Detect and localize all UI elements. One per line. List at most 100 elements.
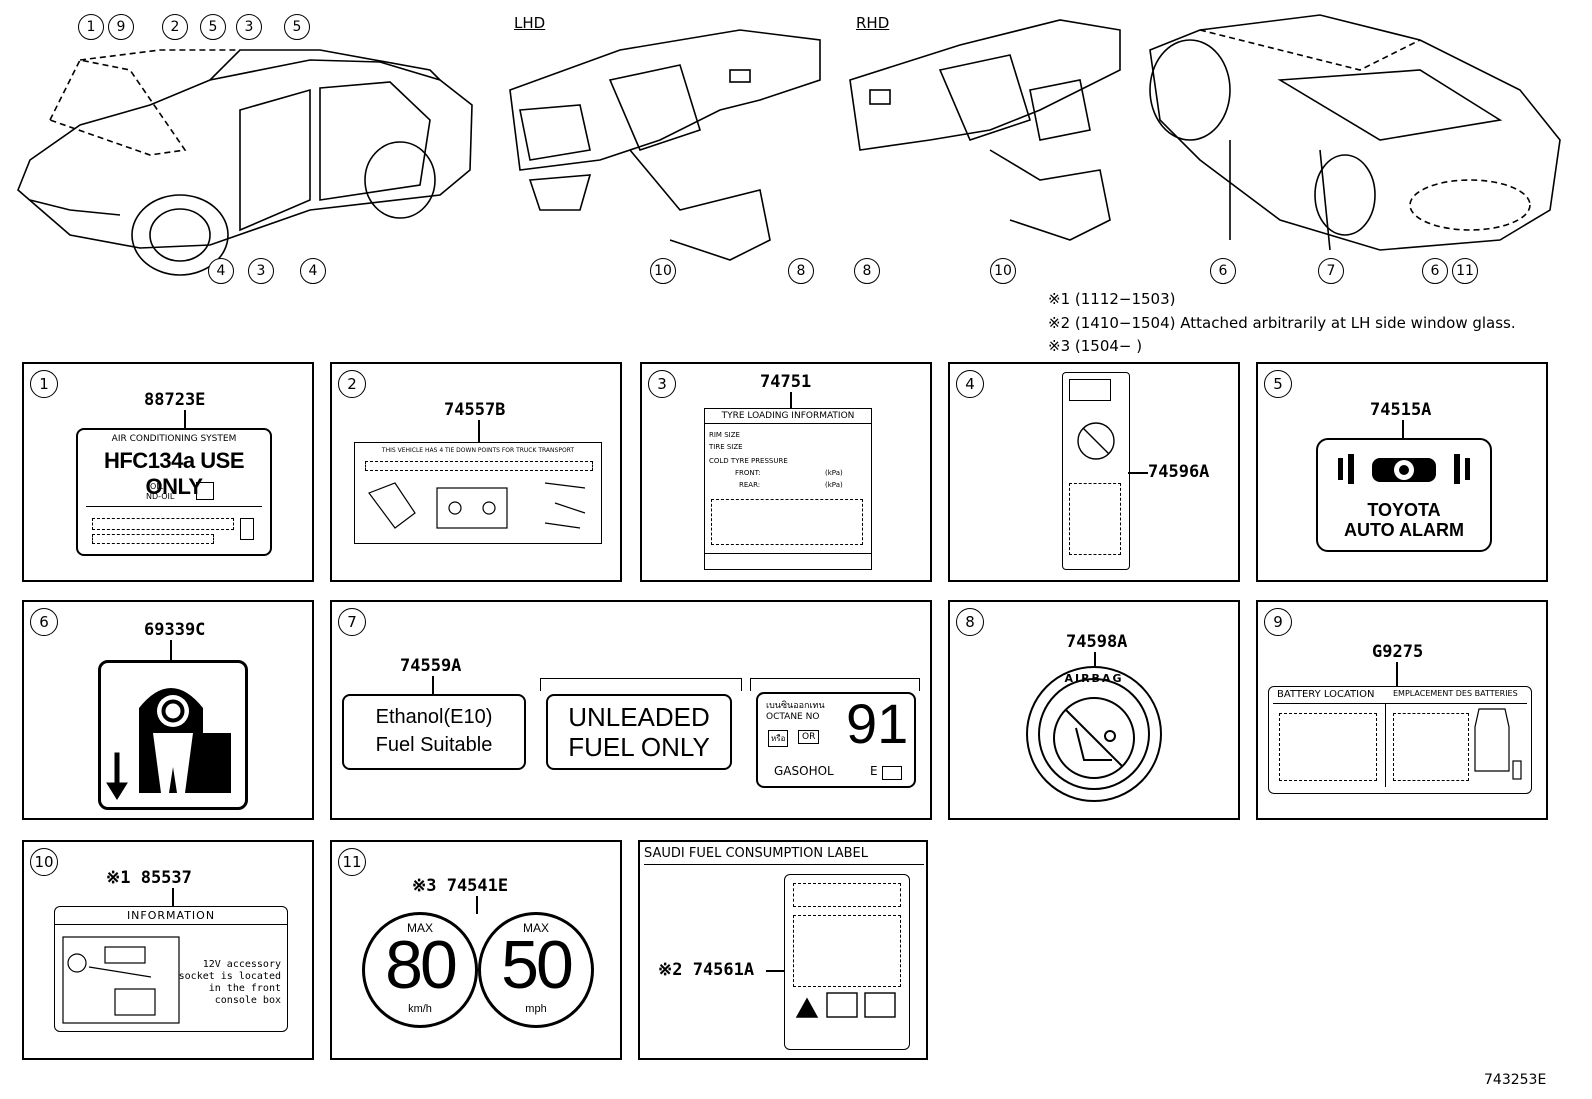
- car-rear-sketch: [1149, 14, 1561, 251]
- console-pictogram: [62, 936, 180, 1024]
- bracket: [750, 678, 920, 691]
- alarm-line-1: TOYOTA: [1367, 500, 1441, 520]
- or-box-a: หรือ: [768, 730, 789, 747]
- octane-label: OCTANE NO: [766, 712, 820, 722]
- small-box: [240, 518, 254, 540]
- part-number: 74559A: [400, 656, 462, 676]
- part-number: 74515A: [1370, 400, 1432, 420]
- or-box-b: OR: [798, 730, 820, 744]
- panel-8: 8 74598A AIRBAG: [948, 600, 1240, 820]
- rear-unit: (kPa): [825, 481, 843, 489]
- panel-5: 5 74515A TOYOTA AUTO ALARM: [1256, 362, 1548, 582]
- airbag-ring: [1038, 678, 1150, 790]
- battery-title-en: BATTERY LOCATION: [1277, 689, 1375, 700]
- part-number: G9275: [1372, 642, 1424, 662]
- divider: [1273, 703, 1527, 704]
- footer-bar: [705, 553, 871, 554]
- info-label: INFORMATION 12V accessory socket is loca…: [54, 906, 288, 1032]
- no-child-seat-icon: [1077, 422, 1115, 460]
- panel-number: 6: [30, 608, 58, 636]
- alarm-icon: [1338, 454, 1470, 484]
- rhd-dashboard-illustration: RHD 8 10: [840, 10, 1140, 290]
- callout-1: 1: [78, 14, 104, 40]
- callout-5: 5: [284, 14, 310, 40]
- panel-1: 1 88723E AIR CONDITIONING SYSTEM HFC134a…: [22, 362, 314, 582]
- speed-disc-kmh: MAX 80 km/h: [362, 912, 478, 1028]
- lhd-dashboard-illustration: LHD 10 8: [500, 10, 821, 290]
- callout-9: 9: [108, 14, 134, 40]
- octane-value: 91: [846, 692, 909, 755]
- octane-thai: เบนซินออกเทน: [766, 701, 825, 711]
- panel-11: 11 ※3 74541E MAX 80 km/h MAX 50 mph: [330, 840, 622, 1060]
- leader-line: [172, 888, 174, 906]
- front-label: FRONT:: [735, 469, 761, 477]
- part-number: ※2 74561A: [658, 960, 755, 980]
- saudi-title: SAUDI FUEL CONSUMPTION LABEL: [644, 846, 924, 865]
- rear-label: REAR:: [739, 481, 761, 489]
- panel-number: 4: [956, 370, 984, 398]
- gasohol-box: [882, 766, 902, 780]
- car-front-sketch: [17, 49, 473, 276]
- leader-line: [1094, 652, 1096, 666]
- rhd-label: RHD: [856, 14, 890, 32]
- nd-oil-text: ND-OIL: [146, 492, 175, 501]
- note-1: ※1 (1112−1503): [1048, 290, 1176, 308]
- gasohol-text: GASOHOL: [774, 764, 834, 778]
- panel-2: 2 74557B THIS VEHICLE HAS 4 TIE DOWN POI…: [330, 362, 622, 582]
- tyre-label: TYRE LOADING INFORMATION RIM SIZE TIRE S…: [704, 408, 872, 570]
- leader-line: [1396, 662, 1398, 686]
- callout-4: 4: [208, 258, 234, 284]
- panel-number: 7: [338, 608, 366, 636]
- tyre-title: TYRE LOADING INFORMATION: [705, 411, 871, 424]
- callout-2: 2: [162, 14, 188, 40]
- bracket: [540, 678, 742, 691]
- leader-line: [184, 410, 186, 428]
- oil-text: OIL: [150, 482, 164, 491]
- info-line-4: console box: [214, 995, 281, 1006]
- max-mph: MAX: [522, 921, 549, 935]
- placeholder-text-1: [92, 518, 234, 530]
- leader-line: [478, 420, 480, 442]
- panel-4: 4 74596A: [948, 362, 1240, 582]
- child-lock-icon: [106, 688, 231, 800]
- tie-down-text: THIS VEHICLE HAS 4 TIE DOWN POINTS FOR T…: [381, 447, 575, 454]
- battery-title-fr: EMPLACEMENT DES BATTERIES: [1393, 689, 1518, 698]
- placeholder-block-2: [1393, 713, 1469, 781]
- panel-number: 2: [338, 370, 366, 398]
- placeholder-text-2: [92, 534, 214, 544]
- no-child-seat-icon: [1053, 697, 1135, 779]
- panel-number: 8: [956, 608, 984, 636]
- leader-line: [1128, 472, 1148, 474]
- tire-size: TIRE SIZE: [709, 443, 743, 451]
- leader-line: [476, 896, 478, 914]
- panel-number: 1: [30, 370, 58, 398]
- max-kmh: MAX: [406, 921, 433, 935]
- info-title: INFORMATION: [55, 909, 287, 925]
- placeholder-block: [711, 499, 863, 545]
- unleaded-line-2: FUEL ONLY: [568, 732, 710, 762]
- label-box: [1069, 379, 1111, 401]
- part-number: 69339C: [144, 620, 206, 640]
- leader-line: [1402, 420, 1404, 438]
- info-line-3: in the front: [208, 983, 281, 994]
- rim-size: RIM SIZE: [709, 431, 740, 439]
- part-number: ※3 74541E: [412, 876, 509, 896]
- callout-3: 3: [248, 258, 274, 284]
- panel-number: 3: [648, 370, 676, 398]
- part-number: 74596A: [1148, 462, 1210, 482]
- part-number: ※1 85537: [106, 868, 192, 888]
- panel-saudi: SAUDI FUEL CONSUMPTION LABEL ※2 74561A: [638, 840, 928, 1060]
- leader-line: [432, 676, 434, 694]
- panel-number: 5: [1264, 370, 1292, 398]
- speed-mph: 50: [501, 927, 574, 1003]
- unleaded-line-1: UNLEADED: [568, 702, 710, 732]
- door-label: [1062, 372, 1130, 570]
- divider: [86, 506, 262, 507]
- airbag-disc: AIRBAG: [1026, 666, 1162, 802]
- speed-disc-mph: MAX 50 mph: [478, 912, 594, 1028]
- placeholder-lines: [793, 915, 901, 987]
- child-lock-label: [98, 660, 248, 810]
- diagram-id: 743253E: [1484, 1072, 1547, 1088]
- e10-label: Ethanol(E10) Fuel Suitable: [342, 694, 526, 770]
- panel-3: 3 74751 TYRE LOADING INFORMATION RIM SIZ…: [640, 362, 932, 582]
